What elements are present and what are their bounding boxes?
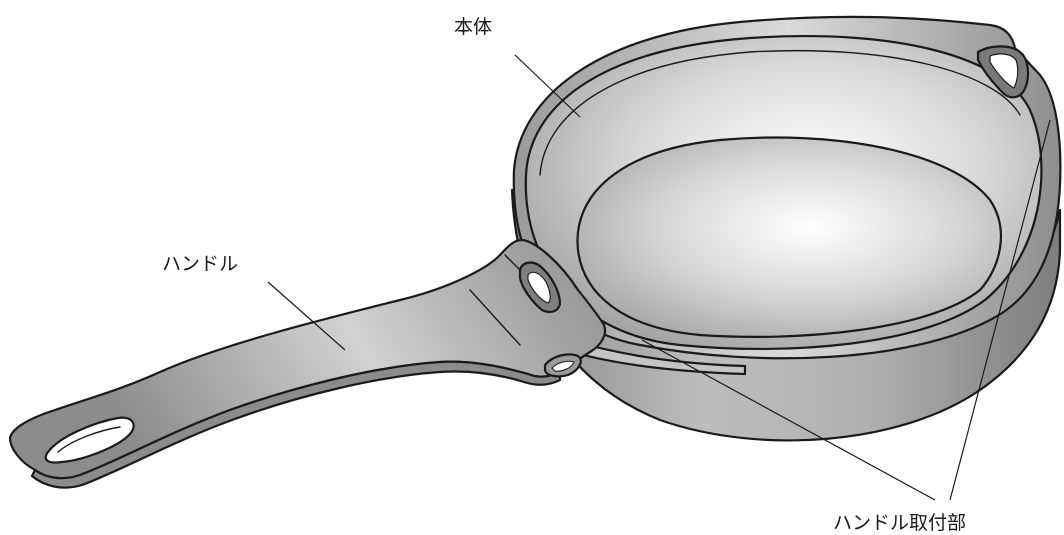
label-handle: ハンドル: [162, 253, 238, 275]
label-body: 本体: [454, 16, 492, 38]
pan-floor: [577, 138, 1000, 337]
label-handle-mount: ハンドル取付部: [833, 512, 966, 534]
